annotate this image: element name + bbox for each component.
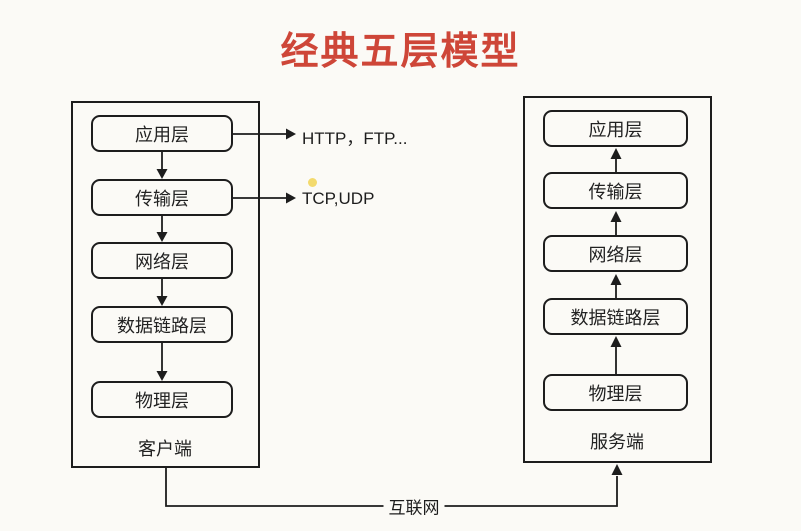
layer-label: 应用层 (135, 124, 189, 145)
layer-label: 数据链路层 (570, 307, 661, 328)
server-layer-application: 应用层 (543, 110, 688, 147)
page-title: 经典五层模型 (280, 31, 521, 73)
client-layer-physical: 物理层 (91, 381, 233, 418)
layer-label: 传输层 (588, 181, 643, 202)
client-layer-application: 应用层 (91, 115, 233, 152)
server-layer-network: 网络层 (543, 235, 688, 272)
layer-label: 网络层 (588, 244, 643, 265)
layer-label: 传输层 (135, 188, 189, 209)
internet-label: 互联网 (383, 493, 445, 519)
server-stack-label: 服务端 (590, 432, 644, 452)
server-layer-transport: 传输层 (543, 172, 688, 209)
server-layer-physical: 物理层 (543, 374, 688, 411)
layer-label: 物理层 (135, 390, 189, 411)
layer-label: 应用层 (588, 119, 643, 140)
client-stack-label: 客户端 (138, 439, 192, 459)
transport-protocols-label: TCP,UDP (302, 189, 375, 208)
client-container-box (71, 101, 260, 468)
client-layer-transport: 传输层 (91, 179, 233, 216)
client-layer-network: 网络层 (91, 242, 233, 279)
layer-label: 网络层 (135, 251, 189, 272)
server-container-box (523, 96, 712, 463)
application-protocols-label: HTTP，FTP... (302, 129, 408, 148)
server-layer-datalink: 数据链路层 (543, 298, 688, 335)
layer-label: 物理层 (588, 383, 643, 404)
client-layer-datalink: 数据链路层 (91, 306, 233, 343)
layer-label: 数据链路层 (117, 315, 207, 336)
highlight-dot (308, 178, 317, 187)
